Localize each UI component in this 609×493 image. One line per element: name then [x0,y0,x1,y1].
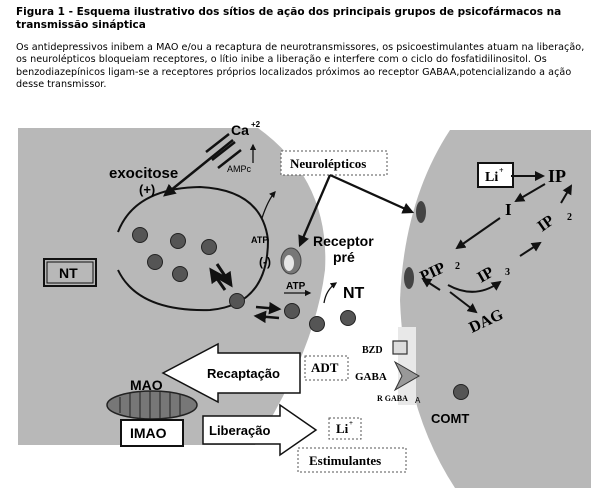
nt-box-label: NT [59,265,78,281]
liberacao-arrow [202,403,318,457]
li-small-box [328,417,362,440]
figure-title: Figura 1 - Esquema ilustrativo dos sítio… [16,6,562,31]
pip2-to-membrane-arrow [421,277,441,291]
gaba-site [393,360,420,392]
receptor-pre-label: pré [333,249,355,265]
exocitose-label: exocitose [109,165,178,182]
ip2-subscript: 2 [567,212,572,223]
postsynaptic-receptor [404,267,414,289]
li-small-charge: + [349,419,353,427]
nt-cleft-label: NT [343,285,365,302]
nt-molecule [453,384,469,400]
atp-vesicle-arrow [261,191,276,219]
calcium-channel [205,133,242,169]
nt-molecule [284,303,300,319]
calcium-influx-arrow [163,139,234,197]
inhibition-sign: (-) [259,255,271,269]
ip3-subscript: 3 [505,267,510,278]
calcium-charge: +2 [251,120,261,129]
li-small-label: Li [336,421,349,436]
adt-label: ADT [311,360,339,375]
gaba-label: GABA [355,371,387,383]
calcium-label: Ca [231,122,249,138]
nt-box [43,258,97,287]
reuptake-arrow [253,310,280,324]
comt-label: COMT [431,411,469,426]
atp-vesicle-label: ATP [251,235,268,245]
nt-molecule [132,227,148,243]
atp-cleft-label: ATP [286,281,306,292]
estimulantes-label: Estimulantes [309,453,381,468]
rgaba-subscript: A [415,396,421,405]
neurolepticos-arrow-post [329,173,415,214]
mitochondrion [106,390,198,420]
neurolepticos-box [280,150,388,176]
ip2-to-ip-arrow [560,184,573,204]
figure-caption: Figura 1 - Esquema ilustrativo dos sítio… [16,6,596,91]
pip2-subscript: 2 [455,261,460,272]
postsynaptic-neuron [400,130,591,488]
imao-label: IMAO [130,425,167,441]
mao-label: MAO [130,377,163,393]
ip3-label: IP [475,264,498,287]
lithium-charge: + [499,166,504,175]
bzd-site [392,340,408,355]
bzd-label: BZD [362,345,383,356]
nt-molecule [309,316,325,332]
ip-to-i-arrow [514,183,546,203]
imao-box [120,419,184,447]
estimulantes-box [297,447,407,473]
receptor-label: Receptor [313,233,374,249]
nt-molecule [340,310,356,326]
i-to-pip2-arrow [455,217,501,250]
nt-molecule [172,266,188,282]
neurolepticos-label: Neurolépticos [290,156,366,171]
recaptacao-arrow [161,342,301,404]
nt-molecule [170,233,186,249]
release-arrow [255,301,282,315]
pip2-to-dag-arrow [449,291,478,314]
exocitose-sign: (+) [139,182,155,197]
pip2-split-arrow [447,280,502,293]
nt-molecule [147,254,163,270]
nt-molecule [229,293,245,309]
presynaptic-receptor-site [284,255,294,271]
ampc-label: AMPc [227,164,252,174]
vesicle-uptake-arrow [209,267,227,291]
adt-box [304,355,349,381]
ip3-to-ip2-arrow [519,241,542,257]
nt-box-inner [46,261,94,284]
postsynaptic-receptor [416,201,426,223]
ip-label: IP [548,166,566,186]
neurolepticos-arrow-pre [298,174,332,248]
inositol-label: I [505,200,512,219]
lithium-label: Li [485,170,498,185]
rgaba-label: R GABA [377,394,408,403]
figure-description: Os antidepressivos inibem a MAO e/ou a r… [16,42,585,90]
presynaptic-feedback-arrow [323,282,338,304]
nt-molecule [201,239,217,255]
liberacao-label: Liberação [209,423,270,438]
recaptacao-label: Recaptação [207,366,280,381]
